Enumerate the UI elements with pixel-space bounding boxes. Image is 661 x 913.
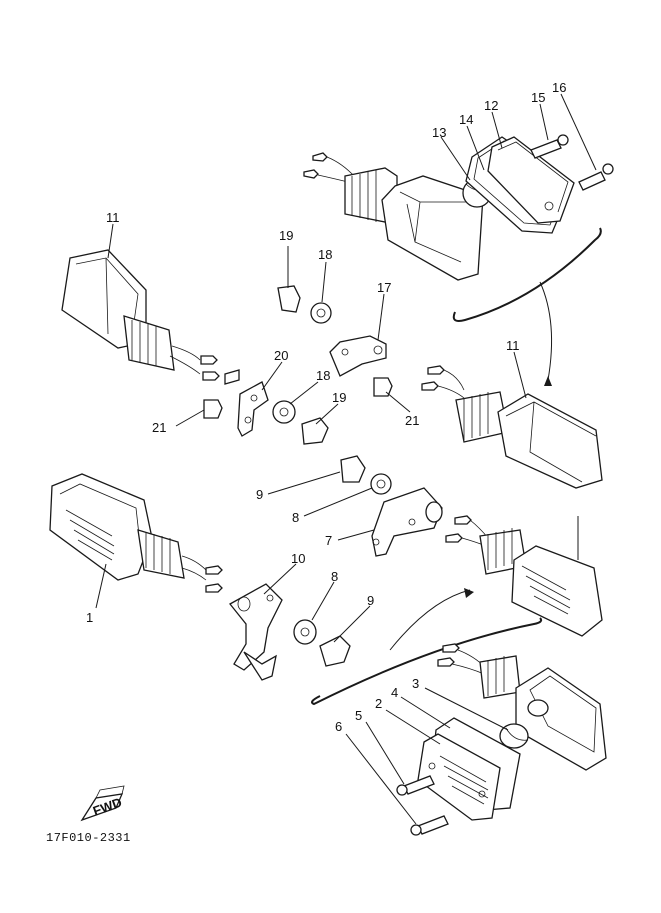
callout-10: 10 (291, 551, 305, 566)
callout-11: 11 (506, 338, 520, 353)
callout-9: 9 (256, 487, 263, 502)
fwd-direction-icon: FWD (80, 785, 125, 822)
callout-12: 12 (484, 98, 498, 113)
callout-labels: 11 19 18 17 20 21 18 19 21 11 13 14 12 1… (86, 80, 566, 734)
callout-21: 21 (152, 420, 166, 435)
callout-21: 21 (405, 413, 419, 428)
grommet-8-lower (293, 619, 317, 645)
callout-4: 4 (391, 685, 398, 700)
middle-right-turn-signal-assembly (421, 365, 603, 489)
grommet-18-middle (272, 400, 296, 424)
callout-18: 18 (316, 368, 330, 383)
bracket-part-7 (371, 487, 443, 557)
nut-21-left (203, 399, 223, 419)
grommet-18-top (310, 302, 332, 324)
callout-2: 2 (375, 696, 382, 711)
bottom-right-turn-signal-assembly (437, 643, 607, 771)
callout-17: 17 (377, 280, 391, 295)
callout-19: 19 (279, 228, 293, 243)
callout-1: 1 (86, 610, 93, 625)
grommet-8-upper (370, 473, 392, 495)
callout-19: 19 (332, 390, 346, 405)
callout-16: 16 (552, 80, 566, 95)
callout-11: 11 (106, 210, 120, 225)
upper-section-divider (452, 227, 602, 386)
callout-18: 18 (318, 247, 332, 262)
lower-right-turn-signal-assembly (445, 515, 603, 637)
bracket-part-17 (329, 335, 387, 377)
lower-left-turn-signal-assembly (49, 473, 223, 593)
callout-15: 15 (531, 90, 545, 105)
grommet-9-upper (340, 455, 366, 483)
upper-left-turn-signal-assembly (61, 249, 240, 385)
nut-21-right (373, 377, 393, 397)
callout-14: 14 (459, 112, 473, 127)
diagram-code: 17F010-2331 (46, 831, 131, 845)
callout-7: 7 (325, 533, 332, 548)
callout-5: 5 (355, 708, 362, 723)
callout-20: 20 (274, 348, 288, 363)
screw-part-6 (410, 815, 449, 836)
grommet-9-lower (319, 635, 351, 667)
leader-lines (95, 93, 597, 825)
stay-part-20 (237, 381, 269, 437)
screw-part-5 (396, 775, 435, 796)
callout-8: 8 (331, 569, 338, 584)
callout-9: 9 (367, 593, 374, 608)
lower-section-divider (311, 588, 543, 706)
callout-3: 3 (412, 676, 419, 691)
top-right-turn-signal-assembly (303, 134, 614, 281)
grommet-19-top (277, 285, 301, 313)
grommet-19-middle (301, 417, 329, 445)
callout-8: 8 (292, 510, 299, 525)
stay-part-10 (229, 583, 283, 681)
callout-13: 13 (432, 125, 446, 140)
callout-6: 6 (335, 719, 342, 734)
